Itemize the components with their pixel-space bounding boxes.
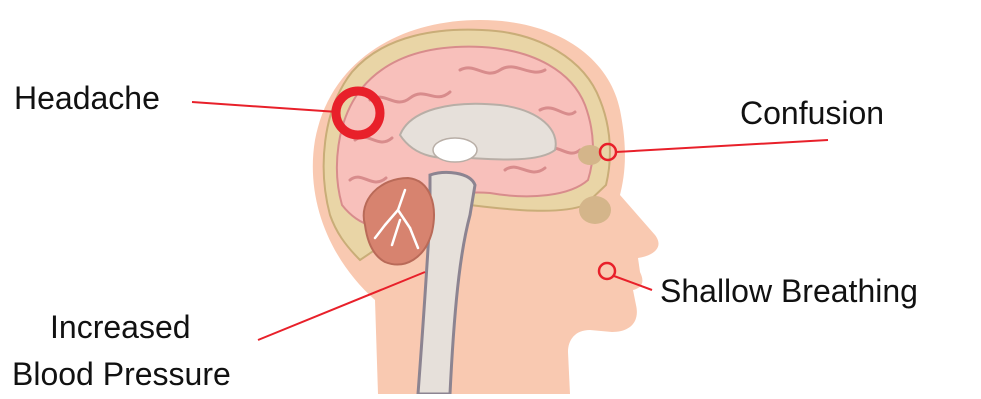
frontal-sinus bbox=[578, 145, 602, 165]
headache-leader-line bbox=[192, 102, 338, 112]
confusion-label: Confusion bbox=[740, 94, 884, 132]
pointer-confusion bbox=[600, 140, 828, 160]
thalamus bbox=[433, 138, 477, 162]
increased-bp-label-line1: Increased bbox=[50, 308, 191, 346]
increased-bp-label-line2: Blood Pressure bbox=[12, 355, 231, 393]
headache-label: Headache bbox=[14, 79, 160, 117]
confusion-leader-line bbox=[616, 140, 828, 152]
nasal-sinus bbox=[579, 196, 611, 224]
shallow-breathing-label: Shallow Breathing bbox=[660, 272, 918, 310]
